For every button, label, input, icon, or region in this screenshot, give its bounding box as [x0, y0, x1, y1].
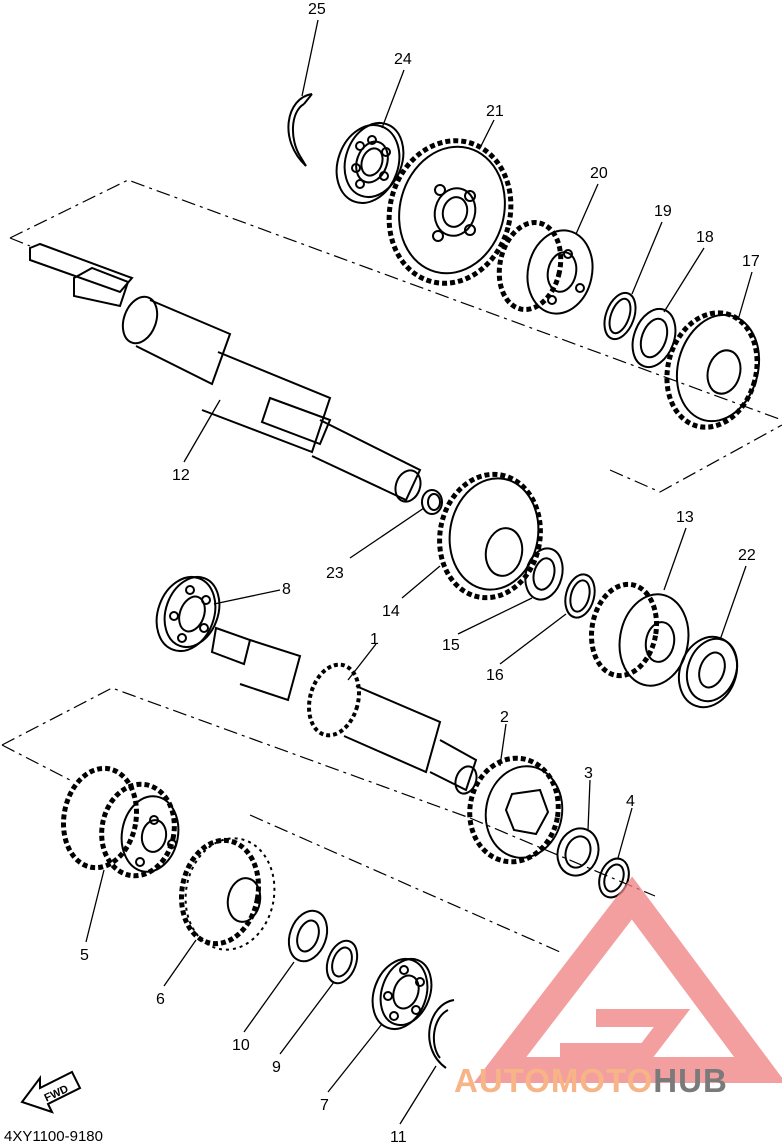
leader-lines [85, 19, 753, 1125]
label-23: 23 [326, 565, 344, 582]
label-11: 11 [390, 1129, 407, 1146]
watermark-brand-text: AUTOMOTOHUB [454, 1062, 728, 1100]
label-25: 25 [308, 1, 326, 18]
brand-text-auto: AUTO [454, 1062, 551, 1099]
part-5-gear [60, 765, 180, 879]
part-code: 4XY1100-9180 [4, 1128, 103, 1145]
label-13: 13 [676, 509, 694, 526]
label-8: 8 [282, 581, 291, 598]
label-12: 12 [172, 467, 190, 484]
part-20-gear [496, 220, 594, 315]
part-8-bearing [155, 576, 221, 652]
part-2-gear [467, 755, 564, 865]
part-21-gear [386, 138, 514, 286]
part-16-circlip [564, 573, 596, 619]
label-10: 10 [232, 1037, 250, 1054]
label-2: 2 [500, 709, 509, 726]
part-labels: 1 2 3 4 5 6 7 8 9 10 11 12 13 14 15 16 1… [80, 1, 760, 1146]
part-11-circlip [428, 999, 455, 1069]
label-17: 17 [742, 253, 760, 270]
part-19-circlip [603, 291, 637, 341]
part-4-circlip [598, 857, 630, 899]
label-1: 1 [370, 631, 379, 648]
part-18-washer [631, 307, 677, 369]
label-5: 5 [80, 947, 89, 964]
part-23-bush [421, 489, 443, 515]
label-6: 6 [156, 991, 165, 1008]
part-1-drive-axle [210, 626, 478, 795]
part-3-washer [556, 827, 600, 877]
dashed-outline-upper [9, 179, 782, 493]
label-7: 7 [320, 1097, 329, 1114]
label-22: 22 [738, 547, 756, 564]
part-7-bearing [371, 958, 433, 1030]
label-18: 18 [696, 229, 714, 246]
label-20: 20 [590, 165, 608, 182]
part-15-washer [524, 547, 564, 601]
brand-text-hub: HUB [653, 1062, 728, 1099]
label-14: 14 [382, 603, 400, 620]
part-6-gear [179, 837, 276, 951]
dashed-outline-lower [1, 687, 656, 953]
part-13-gear [588, 581, 690, 687]
part-14-gear [437, 471, 543, 601]
brand-text-moto: MOTO [550, 1062, 654, 1099]
part-25-circlip [287, 93, 313, 167]
label-21: 21 [486, 103, 504, 120]
part-12-main-shaft [29, 242, 422, 503]
label-16: 16 [486, 667, 504, 684]
part-22-bearing [677, 635, 739, 709]
watermark-logo [473, 876, 782, 1083]
label-3: 3 [584, 765, 593, 782]
label-24: 24 [394, 51, 412, 68]
part-10-washer [287, 909, 329, 963]
label-9: 9 [272, 1059, 281, 1076]
label-15: 15 [442, 637, 460, 654]
fwd-arrow-icon: FWD [20, 1070, 82, 1114]
fwd-label: FWD [43, 1083, 71, 1104]
part-9-circlip [325, 939, 359, 985]
label-19: 19 [654, 203, 672, 220]
part-24-bearing [335, 122, 405, 204]
label-4: 4 [626, 793, 635, 810]
part-17-gear [664, 310, 761, 430]
